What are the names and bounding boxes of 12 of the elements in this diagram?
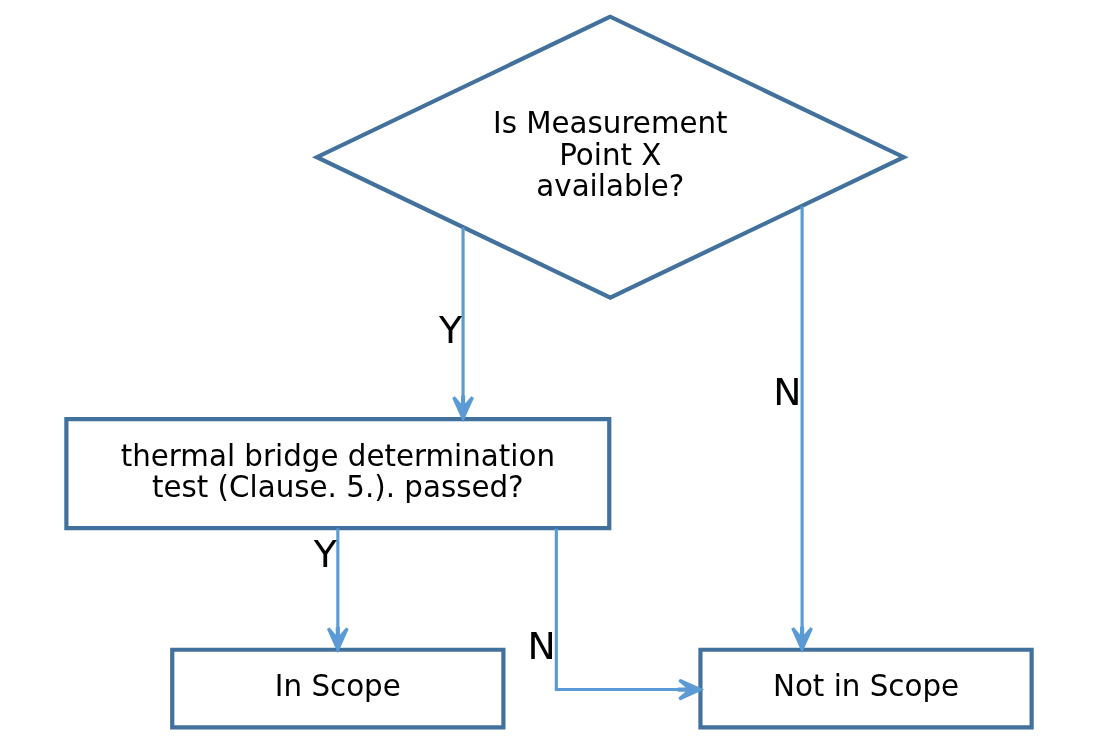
edge-label: Y <box>313 531 337 576</box>
arrow <box>790 206 813 651</box>
node-box: thermal bridge determination test (Clause. 5.). passed? <box>63 417 611 531</box>
node-box: Not in Scope <box>697 647 1034 730</box>
arrow <box>326 528 349 651</box>
edge-label: Y <box>438 307 462 352</box>
arrow <box>554 528 702 701</box>
node-box: In Scope <box>169 647 505 730</box>
edge-label: N <box>772 370 802 415</box>
node-diamond: Is Measurement Point X available? <box>311 14 909 300</box>
edge-label: N <box>527 623 556 668</box>
arrow <box>451 227 474 420</box>
